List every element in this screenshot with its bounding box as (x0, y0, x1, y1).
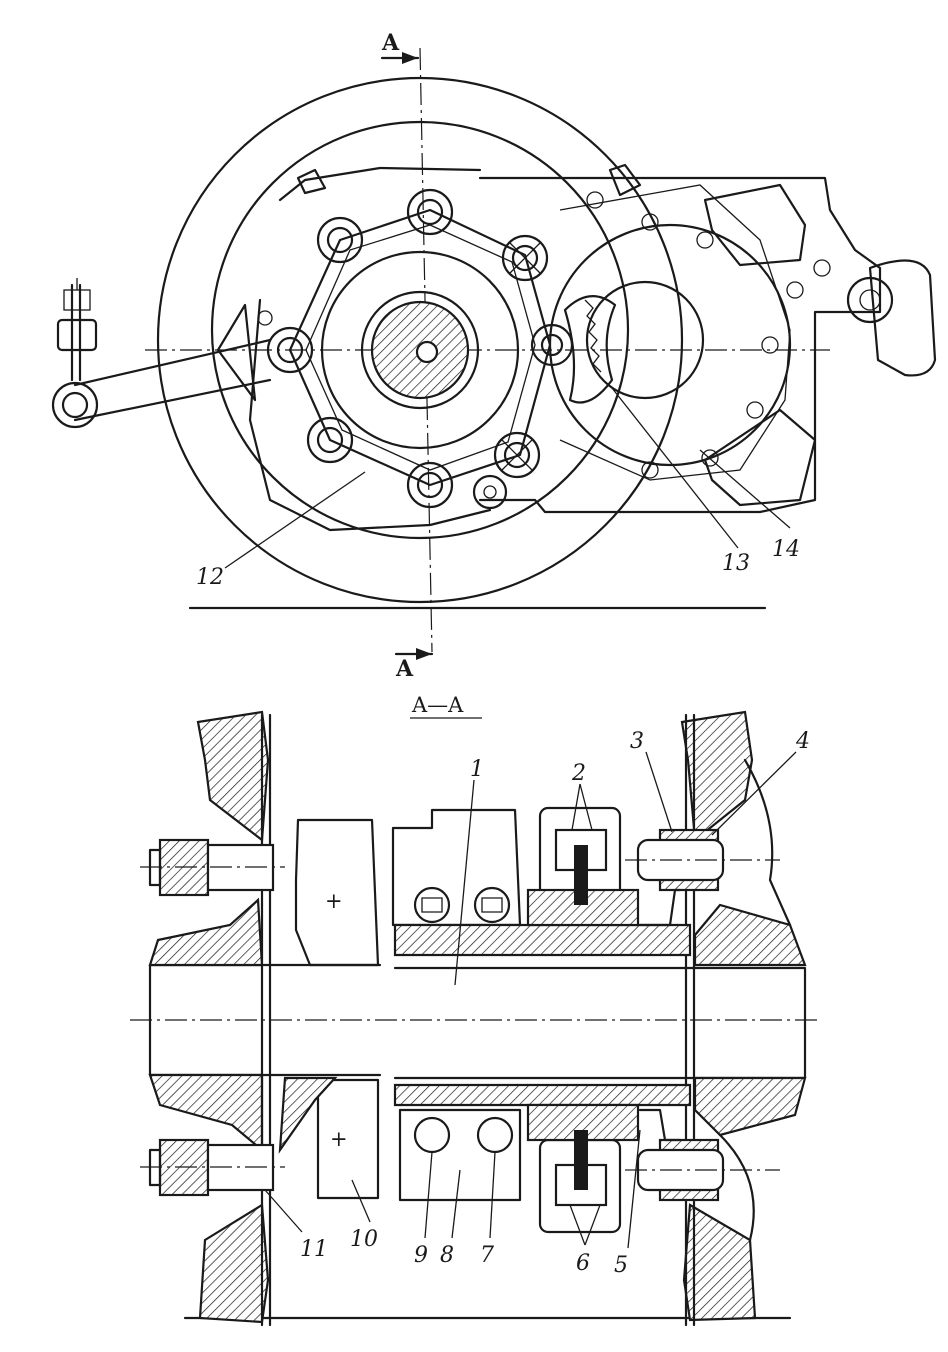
right-wheel-hub-top (693, 903, 807, 967)
right-wheel-web (718, 758, 792, 1242)
left-housing-lower (316, 1078, 380, 1200)
pin-bottom (406, 461, 454, 509)
pin-upper-right (501, 234, 549, 282)
right-wheel-disc (684, 713, 696, 1327)
left-bolt-lower (140, 1138, 285, 1197)
left-wheel-disc (260, 713, 272, 1327)
pinion-circle (585, 280, 705, 400)
pin-left (266, 326, 314, 374)
section-marker-bottom: A (395, 656, 414, 682)
left-flange-hatch (278, 1076, 338, 1154)
axle-sleeve-upper (393, 923, 692, 957)
callout-label-14: 14 (772, 537, 800, 562)
right-wheel-hub-bottom (693, 1076, 807, 1137)
wheel-inner-circle (210, 120, 630, 540)
bushing-link-lower (638, 1108, 682, 1142)
callout-label-13: 13 (722, 551, 750, 576)
callout-label-11: 11 (300, 1237, 328, 1262)
gearbox-block-upper (391, 808, 522, 927)
callout-2: 2 (571, 761, 593, 831)
right-bushing-lower (625, 1138, 780, 1202)
callout-label-5: 5 (614, 1253, 628, 1278)
callout-6: 6 (569, 1204, 601, 1276)
callout-label-6: 6 (576, 1251, 590, 1276)
section-title: A—A (411, 693, 464, 717)
left-wheel-hub-top (148, 897, 264, 967)
pin-top (406, 188, 454, 236)
bushing-link-upper (638, 888, 682, 927)
section-marker-top: A (381, 30, 400, 56)
callout-7: 7 (480, 1151, 496, 1268)
spider-link-polygon (288, 208, 552, 487)
axle-bore (415, 340, 439, 364)
left-wheel-hub-bottom (148, 1073, 264, 1153)
hub-middle (360, 290, 480, 410)
callout-9: 9 (414, 1151, 433, 1268)
callout-label-2: 2 (571, 761, 586, 786)
section-view: A—A (130, 693, 820, 1327)
gearbox-housing (478, 176, 882, 514)
right-bushing-upper (625, 828, 780, 892)
pin-right (530, 323, 574, 367)
gearbox-inner-outline (559, 184, 791, 481)
pin-lower-right (493, 431, 541, 479)
callout-label-9: 9 (414, 1243, 428, 1268)
callout-label-12: 12 (196, 565, 224, 590)
callout-3: 3 (630, 729, 673, 833)
callout-5: 5 (614, 1129, 641, 1278)
callout-14: 14 (699, 449, 800, 562)
right-wheel-rim-top (680, 710, 754, 843)
link-pins (266, 188, 574, 510)
motor-frame-top (278, 166, 482, 202)
gear-assembly-lower (526, 1103, 640, 1234)
housing-bolts (257, 191, 831, 479)
gearbox-block-lower (398, 1108, 522, 1202)
callout-label-8: 8 (440, 1243, 454, 1268)
left-flange (216, 303, 257, 402)
spider-link-polygon-inner (305, 224, 536, 471)
svg-text:+: + (325, 889, 343, 913)
svg-text:+: + (330, 1127, 348, 1151)
top-view: A A (51, 30, 937, 682)
callout-12: 12 (196, 471, 366, 590)
mounting-plate-upper (703, 183, 807, 267)
pin-upper-left (316, 216, 364, 264)
left-housing-upper (294, 818, 380, 967)
gear-teeth-segment (563, 295, 617, 404)
callout-label-7: 7 (480, 1243, 494, 1268)
lever-assembly (51, 278, 272, 429)
section-arrow-top: A (380, 30, 420, 64)
pin-extra (472, 474, 508, 510)
left-bolt-upper (140, 838, 285, 897)
gear-teeth-zigzag (584, 299, 602, 373)
motor-frame (248, 298, 492, 532)
callout-label-3: 3 (630, 729, 644, 754)
mounting-plate-lower (703, 408, 817, 507)
callout-10: 10 (350, 1179, 378, 1252)
top-bracket (608, 163, 642, 197)
callout-8: 8 (440, 1169, 461, 1268)
axle-right (393, 966, 807, 1080)
callout-4: 4 (711, 729, 810, 836)
vertical-centerline (419, 47, 433, 653)
callout-11: 11 (264, 1189, 328, 1262)
left-wheel-rim-top (196, 710, 270, 843)
callout-label-10: 10 (350, 1227, 378, 1252)
left-wheel-rim-bottom (198, 1203, 270, 1324)
callout-label-1: 1 (470, 757, 484, 782)
pin-lower-left (306, 416, 354, 464)
callout-1: 1 (454, 757, 484, 986)
top-left-tab (296, 168, 327, 195)
axle-sleeve-lower (393, 1083, 692, 1107)
section-arrow-bottom: A (394, 648, 434, 682)
callout-label-4: 4 (795, 729, 810, 754)
right-bracket (846, 259, 937, 377)
gear-assembly-upper (526, 806, 640, 927)
hub-outer (320, 250, 520, 450)
callout-13: 13 (611, 387, 750, 576)
